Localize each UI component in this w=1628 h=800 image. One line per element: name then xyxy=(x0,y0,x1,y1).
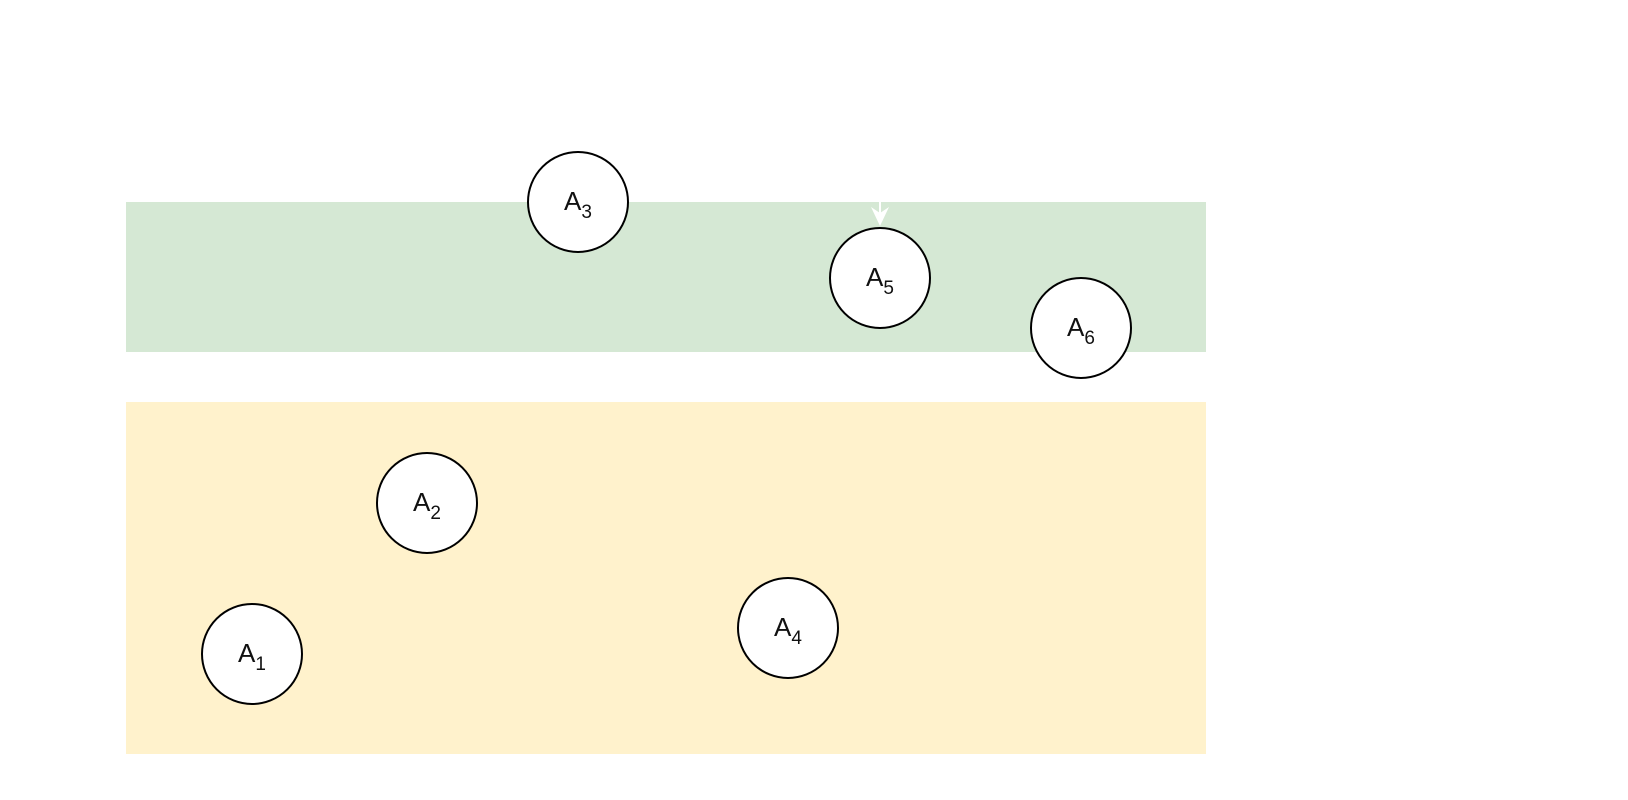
node-a2[interactable]: A2 xyxy=(376,452,478,554)
node-a5-base: A xyxy=(866,262,884,292)
node-a2-sub: 2 xyxy=(430,503,441,524)
node-a5[interactable]: A5 xyxy=(829,227,931,329)
node-a4-circle xyxy=(737,577,839,679)
node-a1-circle xyxy=(201,603,303,705)
node-a3[interactable]: A3 xyxy=(527,151,629,253)
svg-text:A1: A1 xyxy=(238,638,266,675)
node-a5-sub: 5 xyxy=(883,278,894,299)
node-a3-sub: 3 xyxy=(581,202,592,223)
arrow-into-a5 xyxy=(871,202,889,226)
node-a6-sub: 6 xyxy=(1084,328,1095,349)
node-a6[interactable]: A6 xyxy=(1030,277,1132,379)
node-a1-base: A xyxy=(238,638,256,668)
arrowhead-icon xyxy=(871,207,889,226)
node-a3-base: A xyxy=(564,186,582,216)
svg-text:A3: A3 xyxy=(564,186,592,223)
svg-text:A2: A2 xyxy=(413,487,441,524)
node-a3-circle xyxy=(527,151,629,253)
lower-region xyxy=(126,402,1206,754)
node-a4-base: A xyxy=(774,612,792,642)
node-a4[interactable]: A4 xyxy=(737,577,839,679)
node-a1[interactable]: A1 xyxy=(201,603,303,705)
node-a6-base: A xyxy=(1067,312,1085,342)
node-a1-sub: 1 xyxy=(255,654,266,675)
svg-text:A6: A6 xyxy=(1067,312,1095,349)
node-a4-sub: 4 xyxy=(791,628,802,649)
node-a6-circle xyxy=(1030,277,1132,379)
node-a2-circle xyxy=(376,452,478,554)
node-a2-base: A xyxy=(413,487,431,517)
svg-text:A5: A5 xyxy=(866,262,894,299)
svg-text:A4: A4 xyxy=(774,612,802,649)
node-a5-circle xyxy=(829,227,931,329)
upper-region xyxy=(126,202,1206,352)
